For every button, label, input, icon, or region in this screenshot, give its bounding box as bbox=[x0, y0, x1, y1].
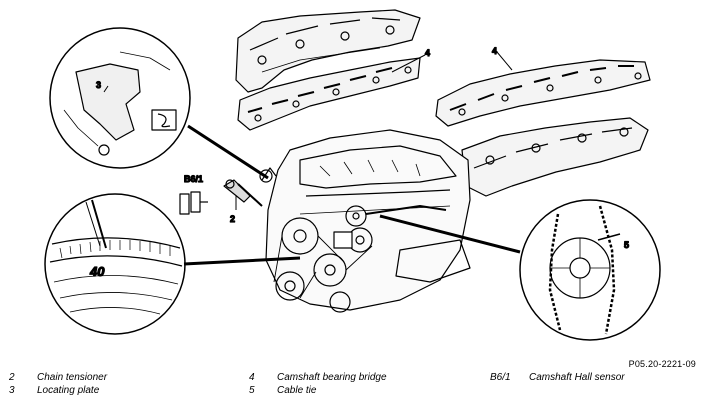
scale-mark-40: 40 bbox=[89, 264, 105, 279]
engine-diagram: 4 4 B6/1 2 3 5 40 bbox=[44, 9, 661, 341]
camshaft-bearing-bridge-left bbox=[237, 57, 421, 131]
camshaft-bearing-bridge-right bbox=[435, 59, 651, 127]
legend-num-4: 4 bbox=[249, 372, 255, 383]
legend-num-5: 5 bbox=[249, 385, 255, 396]
callout-2: 2 bbox=[230, 214, 235, 224]
legend-num-3: 3 bbox=[9, 385, 15, 396]
callout-b6-1: B6/1 bbox=[184, 174, 203, 184]
legend-text-camshaft-hall-sensor: Camshaft Hall sensor bbox=[529, 372, 625, 383]
legend-text-camshaft-bearing-bridge: Camshaft bearing bridge bbox=[277, 372, 387, 383]
chain-tensioner-part bbox=[223, 179, 263, 207]
legend-text-locating-plate: Locating plate bbox=[37, 385, 100, 396]
intake-manifold-cover-left bbox=[235, 9, 421, 93]
callout-3: 3 bbox=[96, 80, 101, 90]
callout-4-right: 4 bbox=[492, 46, 497, 56]
camshaft-hall-sensor-part bbox=[179, 191, 208, 215]
intake-manifold-cover-right bbox=[461, 117, 649, 197]
legend-text-chain-tensioner: Chain tensioner bbox=[37, 372, 108, 383]
legend-text-cable-tie: Cable tie bbox=[277, 385, 317, 396]
detail-circle-scale bbox=[44, 193, 301, 335]
figure-id: P05.20-2221-09 bbox=[628, 359, 696, 369]
detail-circle-timing-chain bbox=[379, 199, 661, 341]
callout-5: 5 bbox=[624, 240, 629, 250]
callout-4-left: 4 bbox=[425, 48, 430, 58]
legend-num-b6-1: B6/1 bbox=[490, 372, 511, 383]
engine-block bbox=[259, 129, 471, 313]
detail-circle-locating-plate bbox=[49, 27, 269, 180]
legend-num-2: 2 bbox=[9, 372, 15, 383]
